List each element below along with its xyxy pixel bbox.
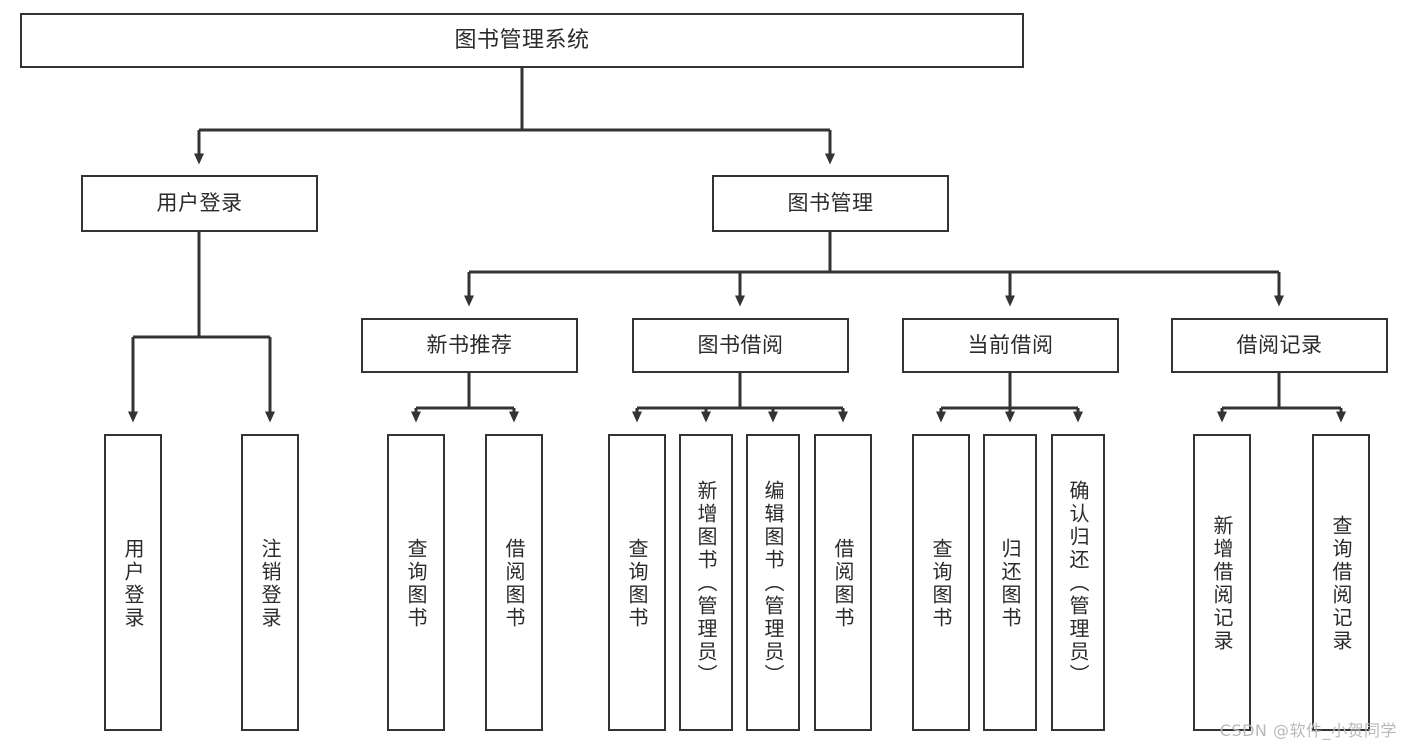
- node-label: 编辑图书（管理员）: [761, 480, 785, 687]
- node-label: 查询图书: [625, 537, 649, 630]
- node-label: 当前借阅: [967, 333, 1054, 358]
- node-label: 用户登录: [121, 537, 145, 630]
- node-borrow-record[interactable]: 借阅记录: [1171, 318, 1388, 373]
- node-root-book-management-system[interactable]: 图书管理系统: [20, 13, 1024, 68]
- leaf-return-book[interactable]: 归还图书: [983, 434, 1037, 731]
- leaf-search-borrow-record[interactable]: 查询借阅记录: [1312, 434, 1370, 731]
- leaf-confirm-return-admin[interactable]: 确认归还（管理员）: [1051, 434, 1105, 731]
- leaf-borrow-book-new[interactable]: 借阅图书: [485, 434, 543, 731]
- leaf-search-book-borrow[interactable]: 查询图书: [608, 434, 666, 731]
- leaf-edit-book-admin[interactable]: 编辑图书（管理员）: [746, 434, 800, 731]
- node-label: 注销登录: [258, 537, 282, 630]
- node-label: 确认归还（管理员）: [1066, 480, 1090, 687]
- node-label: 查询图书: [404, 537, 428, 630]
- leaf-search-book-current[interactable]: 查询图书: [912, 434, 970, 731]
- csdn-watermark: CSDN @软件_小贺同学: [1219, 721, 1397, 740]
- leaf-add-borrow-record[interactable]: 新增借阅记录: [1193, 434, 1251, 731]
- node-label: 图书借阅: [697, 333, 784, 358]
- node-label: 新增借阅记录: [1210, 514, 1234, 653]
- node-label: 图书管理系统: [454, 27, 590, 53]
- node-current-borrow[interactable]: 当前借阅: [902, 318, 1119, 373]
- node-label: 用户登录: [156, 191, 243, 216]
- leaf-borrow-book[interactable]: 借阅图书: [814, 434, 872, 731]
- node-label: 借阅图书: [831, 537, 855, 630]
- node-label: 新增图书（管理员）: [694, 480, 718, 687]
- leaf-search-book-new[interactable]: 查询图书: [387, 434, 445, 731]
- node-label: 借阅记录: [1236, 333, 1323, 358]
- leaf-add-book-admin[interactable]: 新增图书（管理员）: [679, 434, 733, 731]
- node-label: 查询图书: [929, 537, 953, 630]
- node-label: 借阅图书: [502, 537, 526, 630]
- node-label: 图书管理: [787, 191, 874, 216]
- leaf-user-login[interactable]: 用户登录: [104, 434, 162, 731]
- node-label: 归还图书: [998, 537, 1022, 630]
- node-label: 查询借阅记录: [1329, 514, 1353, 653]
- node-book-management[interactable]: 图书管理: [712, 175, 949, 232]
- node-user-login[interactable]: 用户登录: [81, 175, 318, 232]
- node-new-book-recommendation[interactable]: 新书推荐: [361, 318, 578, 373]
- node-label: 新书推荐: [426, 333, 513, 358]
- node-book-borrow[interactable]: 图书借阅: [632, 318, 849, 373]
- leaf-logout[interactable]: 注销登录: [241, 434, 299, 731]
